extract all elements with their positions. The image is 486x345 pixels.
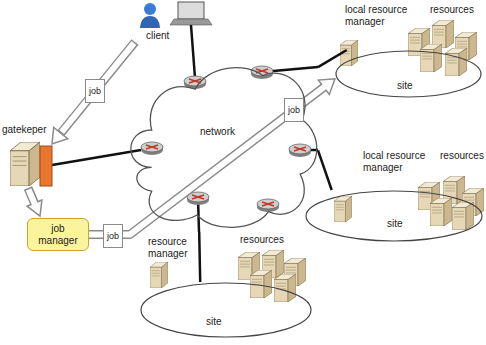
server-icon xyxy=(10,142,40,186)
server-icon xyxy=(452,202,474,230)
job-flow-arrow xyxy=(27,188,42,216)
router-symbol xyxy=(141,142,163,155)
job-manager-box: job manager xyxy=(27,218,89,251)
router-symbol xyxy=(289,144,311,157)
resources-heading: resources xyxy=(430,4,474,16)
site-ellipse: local resource managerresourcessite xyxy=(335,50,482,98)
site-ellipse: resource managerresourcessite xyxy=(140,282,312,338)
client-body xyxy=(140,16,160,28)
arrow-shaft xyxy=(62,43,134,132)
network-link xyxy=(318,150,332,190)
client-head xyxy=(144,3,156,15)
network-label: network xyxy=(200,126,235,138)
site-outline xyxy=(305,190,483,242)
server-icon xyxy=(445,48,467,76)
laptop-icon xyxy=(170,2,212,25)
network-cloud: network xyxy=(120,62,318,232)
job-document: job xyxy=(103,224,123,248)
arrow-shaft xyxy=(61,42,135,133)
resources-heading: resources xyxy=(440,150,484,162)
server-icon xyxy=(420,44,442,72)
box-label: job manager xyxy=(34,223,82,246)
gatekeeper-label: gatekeper xyxy=(2,124,46,136)
site-label: site xyxy=(206,316,222,328)
cloud-outline xyxy=(120,62,318,232)
job-document: job xyxy=(85,79,105,103)
job-arrow xyxy=(89,79,335,235)
network-wire xyxy=(52,150,141,165)
site-outline xyxy=(306,191,482,241)
arrow-shaft xyxy=(29,190,36,205)
client-icon xyxy=(140,3,160,28)
router-group xyxy=(141,66,311,212)
manager-heading: local resource manager xyxy=(345,4,415,27)
server-icon xyxy=(150,262,168,288)
resources-heading: resources xyxy=(240,234,284,246)
job-document: job xyxy=(284,98,304,122)
client-label: client xyxy=(146,30,169,42)
manager-heading: resource manager xyxy=(148,236,198,259)
network-link xyxy=(199,232,200,282)
job-flow-arrow xyxy=(52,42,135,144)
gatekeeper-icon xyxy=(10,142,52,186)
laptop-screen xyxy=(178,2,204,19)
server-group xyxy=(150,20,484,302)
manager-heading: local resource manager xyxy=(363,150,433,173)
router-symbol xyxy=(251,66,273,79)
site-label: site xyxy=(387,218,403,230)
connector-line xyxy=(318,150,332,190)
server-icon xyxy=(430,198,452,226)
connector-line xyxy=(199,232,200,282)
laptop-base xyxy=(170,19,212,25)
cloud-outline xyxy=(131,68,317,228)
server-icon xyxy=(334,196,352,222)
gatekeeper-panel xyxy=(40,146,52,186)
server-icon xyxy=(432,20,454,48)
site-outline xyxy=(140,282,312,338)
site-outline xyxy=(141,283,311,337)
router-symbol xyxy=(257,199,279,212)
network-wire xyxy=(52,25,318,232)
site-label: site xyxy=(397,80,413,92)
network-wire xyxy=(191,25,195,78)
site-ellipse: local resource managerresourcessite xyxy=(305,190,483,242)
site-outline xyxy=(336,51,481,97)
